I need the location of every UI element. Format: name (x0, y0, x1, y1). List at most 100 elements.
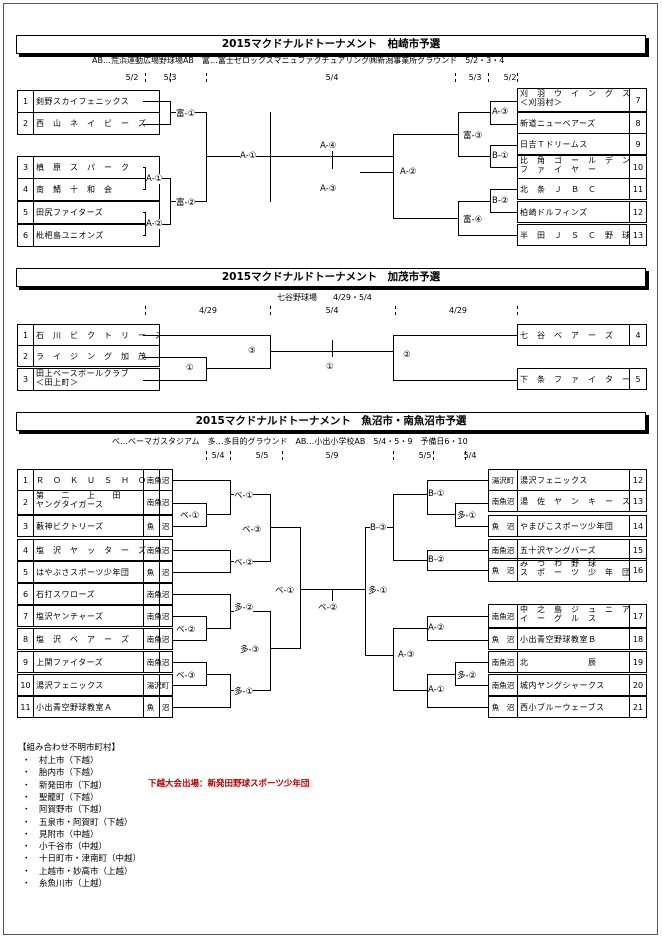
bracket-line (143, 167, 146, 168)
bracket-line (173, 662, 207, 663)
team-name: 比 角 ゴ ー ル デ ンフ ァ イ ヤ ー (517, 155, 630, 179)
match-label: ベ-② (176, 623, 196, 635)
bracket-line (206, 628, 231, 629)
notes-item: ・ 十日町市・津南町（中越） (22, 854, 142, 865)
bracket-line (365, 655, 394, 656)
bracket-line (270, 494, 271, 562)
team-name: 城内ヤングシャークス (517, 674, 630, 696)
bracket-line (427, 570, 489, 571)
team-venue: 南魚沼 (488, 651, 518, 673)
bracket-line (173, 640, 207, 641)
t1-date: 5/2 (503, 73, 517, 82)
team-name: 刈 羽 ウ イ ン グ ス＜刈羽村＞ (517, 88, 630, 112)
team-venue: 南魚沼 (488, 604, 518, 628)
team-number: 8 (629, 112, 647, 134)
match-label: A-② (400, 167, 417, 177)
bracket-line (393, 380, 518, 381)
match-label: A-④ (320, 141, 337, 151)
bracket-line (427, 674, 456, 675)
t3-date: 5/5 (418, 451, 432, 460)
bracket-line (393, 560, 428, 561)
notes-item: ・ 五泉市・阿賀町（下越） (22, 817, 133, 828)
bracket-line (170, 101, 171, 125)
team-number: 9 (629, 133, 647, 155)
team-name: 柏崎ドルフィンズ (517, 201, 630, 223)
bracket-line (490, 189, 518, 190)
team-venue: 南魚沼 (488, 490, 518, 512)
team-number: 7 (629, 88, 647, 112)
match-label: A-③ (492, 107, 509, 117)
t1-venues: AB…荒浜運動広場野球場AB 富…富士ゼロックスマニュファクチュアリング㈱新潟事… (92, 56, 505, 65)
bracket-line (173, 616, 207, 617)
match-label: 富-③ (463, 129, 483, 141)
t3-date: 5/4 (211, 451, 225, 460)
notes-highlight: 下越大会出場：新発田野球スポーツ少年団 (148, 779, 310, 789)
team-venue: 南魚沼 (143, 605, 173, 627)
bracket-line (143, 124, 171, 125)
match-label: ベ-① (275, 584, 295, 596)
bracket-line (143, 189, 146, 190)
bracket-line (173, 550, 231, 551)
bracket-line (300, 527, 301, 649)
match-label: B-① (428, 489, 445, 499)
team-number: 18 (629, 628, 647, 650)
bracket-line (455, 685, 489, 686)
match-label: 富-④ (463, 213, 483, 225)
bracket-line (332, 589, 333, 601)
bracket-line (365, 527, 366, 656)
bracket-line (173, 480, 231, 481)
team-name: 小出青空野球教室Ａ (33, 696, 160, 718)
team-venue: 南魚沼 (143, 469, 173, 491)
bracket-line (427, 616, 489, 617)
team-number: 2 (17, 490, 34, 515)
bracket-line (455, 503, 489, 504)
bracket-line (360, 172, 394, 173)
bracket-line (270, 335, 271, 369)
bracket-line (455, 662, 489, 663)
notes-item: ・ 阿賀野市（下越） (22, 805, 108, 816)
bracket-line (300, 589, 333, 590)
match-label: A-③ (398, 650, 415, 660)
bracket-line (393, 218, 459, 219)
team-name: 中 之 島 ジ ュ ニ アイ ー グ ル ス (517, 604, 630, 628)
bracket-line (455, 526, 489, 527)
team-number: 1 (17, 469, 34, 491)
match-label: 富-② (176, 196, 196, 208)
notes-item: ・ 新発田市（下越） (22, 780, 108, 791)
match-label: ③ (248, 346, 256, 356)
notes-item: ・ 見附市（中越） (22, 829, 99, 840)
team-name: 北 辰 (517, 651, 630, 673)
team-name: 塩 沢 ヤ ッ タ ー ズ (33, 539, 160, 561)
team-venue: 湯沢町 (143, 674, 173, 696)
bracket-line (427, 514, 456, 515)
team-number: 15 (629, 539, 647, 561)
team-name: み つ わ 野 球ス ポ ー ツ 少 年 団 (517, 558, 630, 582)
notes-item: ・ 上越市・妙高市（上越） (22, 866, 133, 877)
team-name: 湯沢フェニックス (517, 469, 630, 491)
bracket-line (393, 628, 428, 629)
match-label: ベ-② (234, 556, 254, 568)
bracket-line (458, 156, 491, 157)
team-number: 2 (17, 112, 34, 135)
team-name: ラ イ ジ ン グ 加 茂 (33, 345, 160, 367)
bracket-line (270, 611, 271, 691)
match-label: B-② (492, 196, 509, 206)
match-label: A-② (428, 623, 445, 633)
team-number: 11 (17, 696, 34, 718)
bracket-line (427, 550, 489, 551)
bracket-line (143, 101, 171, 102)
team-number: 16 (629, 558, 647, 582)
t2-date: 5/4 (325, 306, 339, 315)
team-name: 剣野スカイフェニックス (33, 90, 160, 113)
bracket-line (427, 640, 489, 641)
team-venue: 南魚沼 (143, 490, 173, 515)
bracket-line (490, 124, 518, 125)
team-number: 17 (629, 604, 647, 628)
team-number: 12 (629, 469, 647, 491)
match-label: ベ-③ (242, 523, 262, 535)
bracket-line (490, 101, 518, 102)
match-label: ベ-③ (176, 669, 196, 681)
team-number: 19 (629, 651, 647, 673)
notes-item: ・ 胎内市（下越） (22, 768, 99, 779)
team-venue: 魚 沼 (488, 515, 518, 537)
